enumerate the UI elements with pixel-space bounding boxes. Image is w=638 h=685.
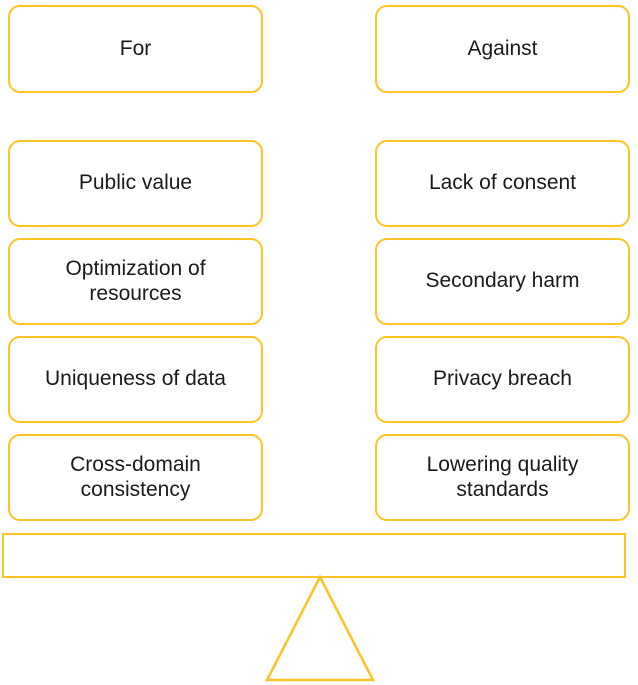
balance-beam [2,533,626,578]
argument-box: Secondary harm [375,238,630,325]
column-header-for-label: For [119,36,152,60]
argument-label: Lowering quality standards [426,452,579,501]
argument-label: Uniqueness of data [45,367,226,391]
argument-box: Cross-domain consistency [8,434,263,521]
argument-label: Cross-domain consistency [70,452,201,501]
argument-box: Lack of consent [375,140,630,227]
argument-box: Privacy breach [375,336,630,423]
argument-box: Lowering quality standards [375,434,630,521]
column-header-against-label: Against [467,36,538,60]
argument-label: Public value [78,171,193,195]
column-header-against: Against [375,5,630,93]
argument-box: Optimization of resources [8,238,263,325]
argument-label: Optimization of resources [65,256,206,305]
argument-label: Lack of consent [428,171,577,195]
argument-label: Privacy breach [433,367,572,391]
column-header-for: For [8,5,263,93]
fulcrum-triangle-icon [259,572,381,685]
argument-label: Secondary harm [425,269,580,293]
argument-box: Uniqueness of data [8,336,263,423]
argument-box: Public value [8,140,263,227]
